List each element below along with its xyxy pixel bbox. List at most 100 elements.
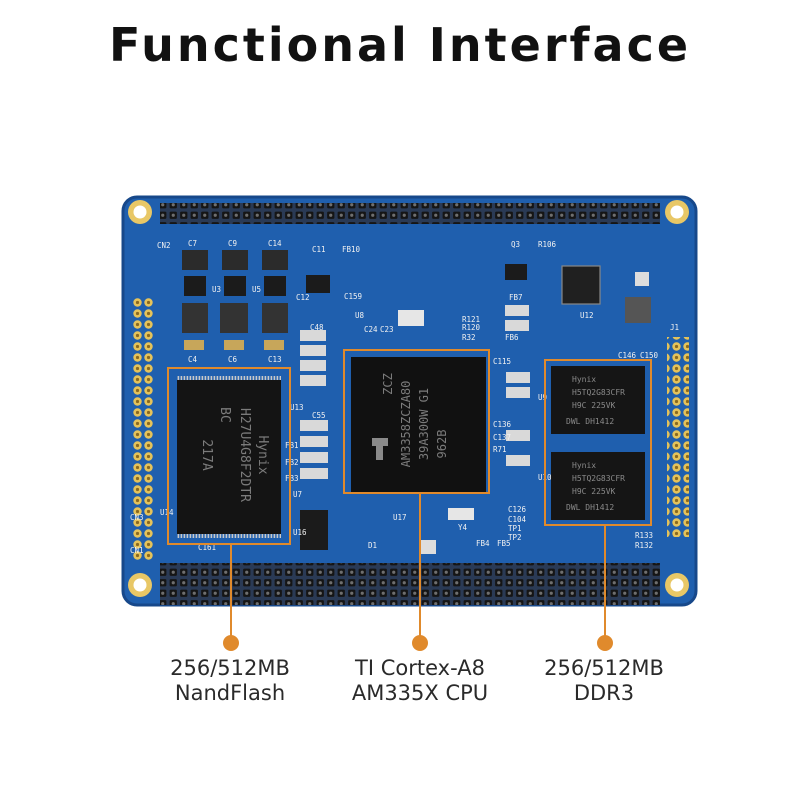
svg-text:Hynix: Hynix	[572, 461, 596, 470]
header-left	[131, 296, 153, 560]
header-top	[160, 203, 660, 224]
silkscreen-label: U16	[293, 528, 307, 537]
ddr-chip-bottom	[551, 452, 645, 520]
svg-text:H9C 225VK: H9C 225VK	[572, 401, 616, 410]
silkscreen-label: C23	[380, 325, 394, 334]
silkscreen-label: R71	[493, 445, 507, 454]
cpu-chip	[351, 357, 486, 492]
silkscreen-label: U5	[252, 285, 261, 294]
silkscreen-label: U3	[212, 285, 221, 294]
silkscreen-label: C104	[508, 515, 527, 524]
silkscreen-label: C146	[618, 351, 637, 360]
silkscreen-label: C11	[312, 245, 326, 254]
silkscreen-label: TP2	[508, 533, 522, 542]
silkscreen-label: Q3	[511, 240, 520, 249]
nand-highlight-box	[167, 367, 291, 545]
nand-flash-chip	[177, 376, 281, 538]
silkscreen-label: CN2	[157, 241, 171, 250]
ddr-chip-top	[551, 366, 645, 434]
callout-label-cpu: TI Cortex-A8 AM335X CPU	[300, 656, 540, 706]
callout-label-line1: 256/512MB	[544, 656, 664, 680]
silkscreen-label: C150	[640, 351, 659, 360]
silkscreen-label: C137	[493, 433, 511, 442]
passives	[300, 264, 651, 554]
silkscreen-label: D1	[368, 541, 377, 550]
svg-text:DWL DH1412: DWL DH1412	[566, 503, 614, 512]
silkscreen-label: R106	[538, 240, 557, 249]
silkscreen-label: FB2	[285, 458, 299, 467]
svg-text:Hynix: Hynix	[572, 375, 596, 384]
nand-code1: BC	[217, 407, 232, 423]
svg-text:DWL DH1412: DWL DH1412	[566, 417, 614, 426]
silkscreen-label: FB7	[509, 293, 523, 302]
silkscreen-label: C126	[508, 505, 527, 514]
silkscreen-label: R120	[462, 323, 481, 332]
cpu-marking: AM3358ZCZA80 39A300W G1 962B ZCZ	[381, 373, 449, 467]
silkscreen-label: R121	[462, 315, 480, 324]
callout-label-nandflash: 256/512MB NandFlash	[110, 656, 350, 706]
callout-label-ddr3: 256/512MB DDR3	[484, 656, 724, 706]
header-right	[667, 337, 689, 537]
silkscreen-label: FB4	[476, 539, 490, 548]
nand-brand: Hynix	[255, 435, 270, 474]
nand-callout-dot	[223, 635, 239, 651]
mount-holes	[128, 200, 689, 597]
callout-label-line1: TI Cortex-A8	[355, 656, 485, 680]
silkscreen-label: R132	[635, 541, 653, 550]
callout-label-line1: 256/512MB	[170, 656, 290, 680]
silkscreen-label: U12	[580, 311, 594, 320]
cpu-code3: ZCZ	[381, 373, 395, 395]
nand-code2: 217A	[199, 439, 214, 470]
silkscreen-label: U17	[393, 513, 407, 522]
silkscreen-label: C55	[312, 411, 326, 420]
header-bottom	[160, 563, 660, 605]
chip-u12	[561, 265, 601, 305]
ddr-highlight-box	[544, 359, 652, 526]
silkscreen-label: C136	[493, 420, 512, 429]
silkscreen-label: U7	[293, 490, 302, 499]
silkscreen-label: FB1	[285, 441, 299, 450]
silkscreen-label: FB5	[497, 539, 511, 548]
silkscreen-label: FB10	[342, 245, 361, 254]
callout-label-line2: NandFlash	[174, 681, 286, 705]
silkscreen-label: R133	[635, 531, 653, 540]
silkscreen-label: C48	[310, 323, 324, 332]
nand-marking: Hynix H27U4G8F2DTR BC 217A	[199, 407, 270, 502]
ddr-bottom-marking: Hynix H5TQ2G83CFR H9C 225VK DWL DH1412	[566, 461, 625, 512]
silkscreen-label: C12	[296, 293, 310, 302]
silkscreen-label: C24	[364, 325, 378, 334]
svg-text:H5TQ2G83CFR: H5TQ2G83CFR	[572, 474, 625, 483]
silkscreen-label: TP1	[508, 524, 522, 533]
silkscreen-label: C9	[228, 239, 237, 248]
cpu-highlight-box	[343, 349, 490, 494]
silkscreen-label: R32	[462, 333, 476, 342]
silkscreen-label: C7	[188, 239, 197, 248]
cpu-part: AM3358ZCZA80	[399, 381, 413, 468]
silkscreen-label: U8	[355, 311, 365, 320]
silkscreen-label: U13	[290, 403, 304, 412]
callout-label-line2: DDR3	[573, 681, 635, 705]
silkscreen-label: C13	[268, 355, 282, 364]
silkscreen-label: Y4	[458, 523, 468, 532]
silkscreen-label: C115	[493, 357, 511, 366]
cpu-code1: 39A300W G1	[417, 388, 431, 460]
silkscreen-label: C6	[228, 355, 238, 364]
silkscreen-label: C161	[198, 543, 216, 552]
cpu-callout-dot	[412, 635, 428, 651]
svg-text:H9C 225VK: H9C 225VK	[572, 487, 616, 496]
nand-part: H27U4G8F2DTR	[237, 408, 252, 502]
page-title: Functional Interface	[108, 18, 692, 72]
ti-logo-icon	[372, 438, 388, 460]
silkscreen-label: CN3	[130, 513, 144, 522]
svg-text:H5TQ2G83CFR: H5TQ2G83CFR	[572, 388, 625, 397]
ddr-callout-dot	[597, 635, 613, 651]
silkscreen-label: U9	[538, 393, 547, 402]
silkscreen-label: FB3	[285, 474, 299, 483]
silkscreen-label: FB6	[505, 333, 519, 342]
silkscreen-label: CN1	[130, 546, 144, 555]
cpu-code2: 962B	[435, 430, 449, 459]
callout-label-line2: AM335X CPU	[351, 681, 489, 705]
power-section	[182, 250, 330, 350]
